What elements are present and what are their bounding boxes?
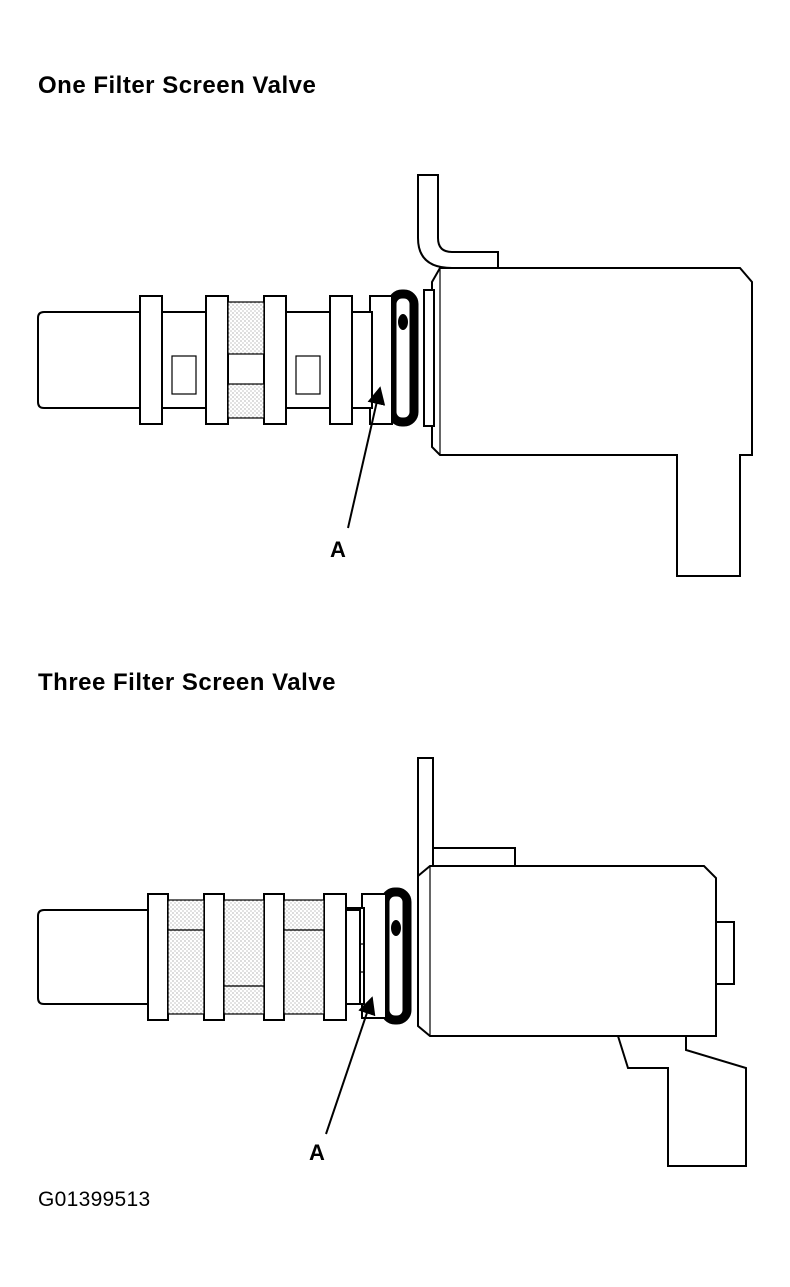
filter-screen [223,899,265,1015]
spool-land [263,893,285,1021]
spool-land [203,893,225,1021]
body-flange [423,289,435,427]
filter-screen [227,301,265,355]
mounting-bracket [417,174,499,269]
hex-collar [369,295,393,425]
spool-land [323,893,347,1021]
o-ring [387,289,419,427]
spool-land [263,295,287,425]
hex-collar [361,893,387,1019]
filter-screen [283,899,325,1015]
o-ring [380,887,412,1025]
spool-land [139,295,163,425]
spool-land [147,893,169,1021]
one-filter-valve-drawing [37,174,753,577]
filter-screen [167,899,205,1015]
lower-connector [616,1035,747,1167]
valve-end-cap [37,909,149,1005]
callout-label-a-one-filter: A [330,537,346,562]
one-filter-valve-title: One Filter Screen Valve [38,72,317,99]
three-filter-valve-title: Three Filter Screen Valve [38,669,336,696]
solenoid-body [431,267,753,577]
connector-bump [715,921,735,985]
valve-end-cap [37,311,141,409]
callout-label-a-three-filter: A [309,1140,325,1165]
filter-screen [227,383,265,419]
spool-land [205,295,229,425]
spool-land [329,295,353,425]
three-filter-valve-drawing [37,757,747,1167]
solenoid-body [417,865,717,1037]
figure-id: G01399513 [38,1188,151,1211]
